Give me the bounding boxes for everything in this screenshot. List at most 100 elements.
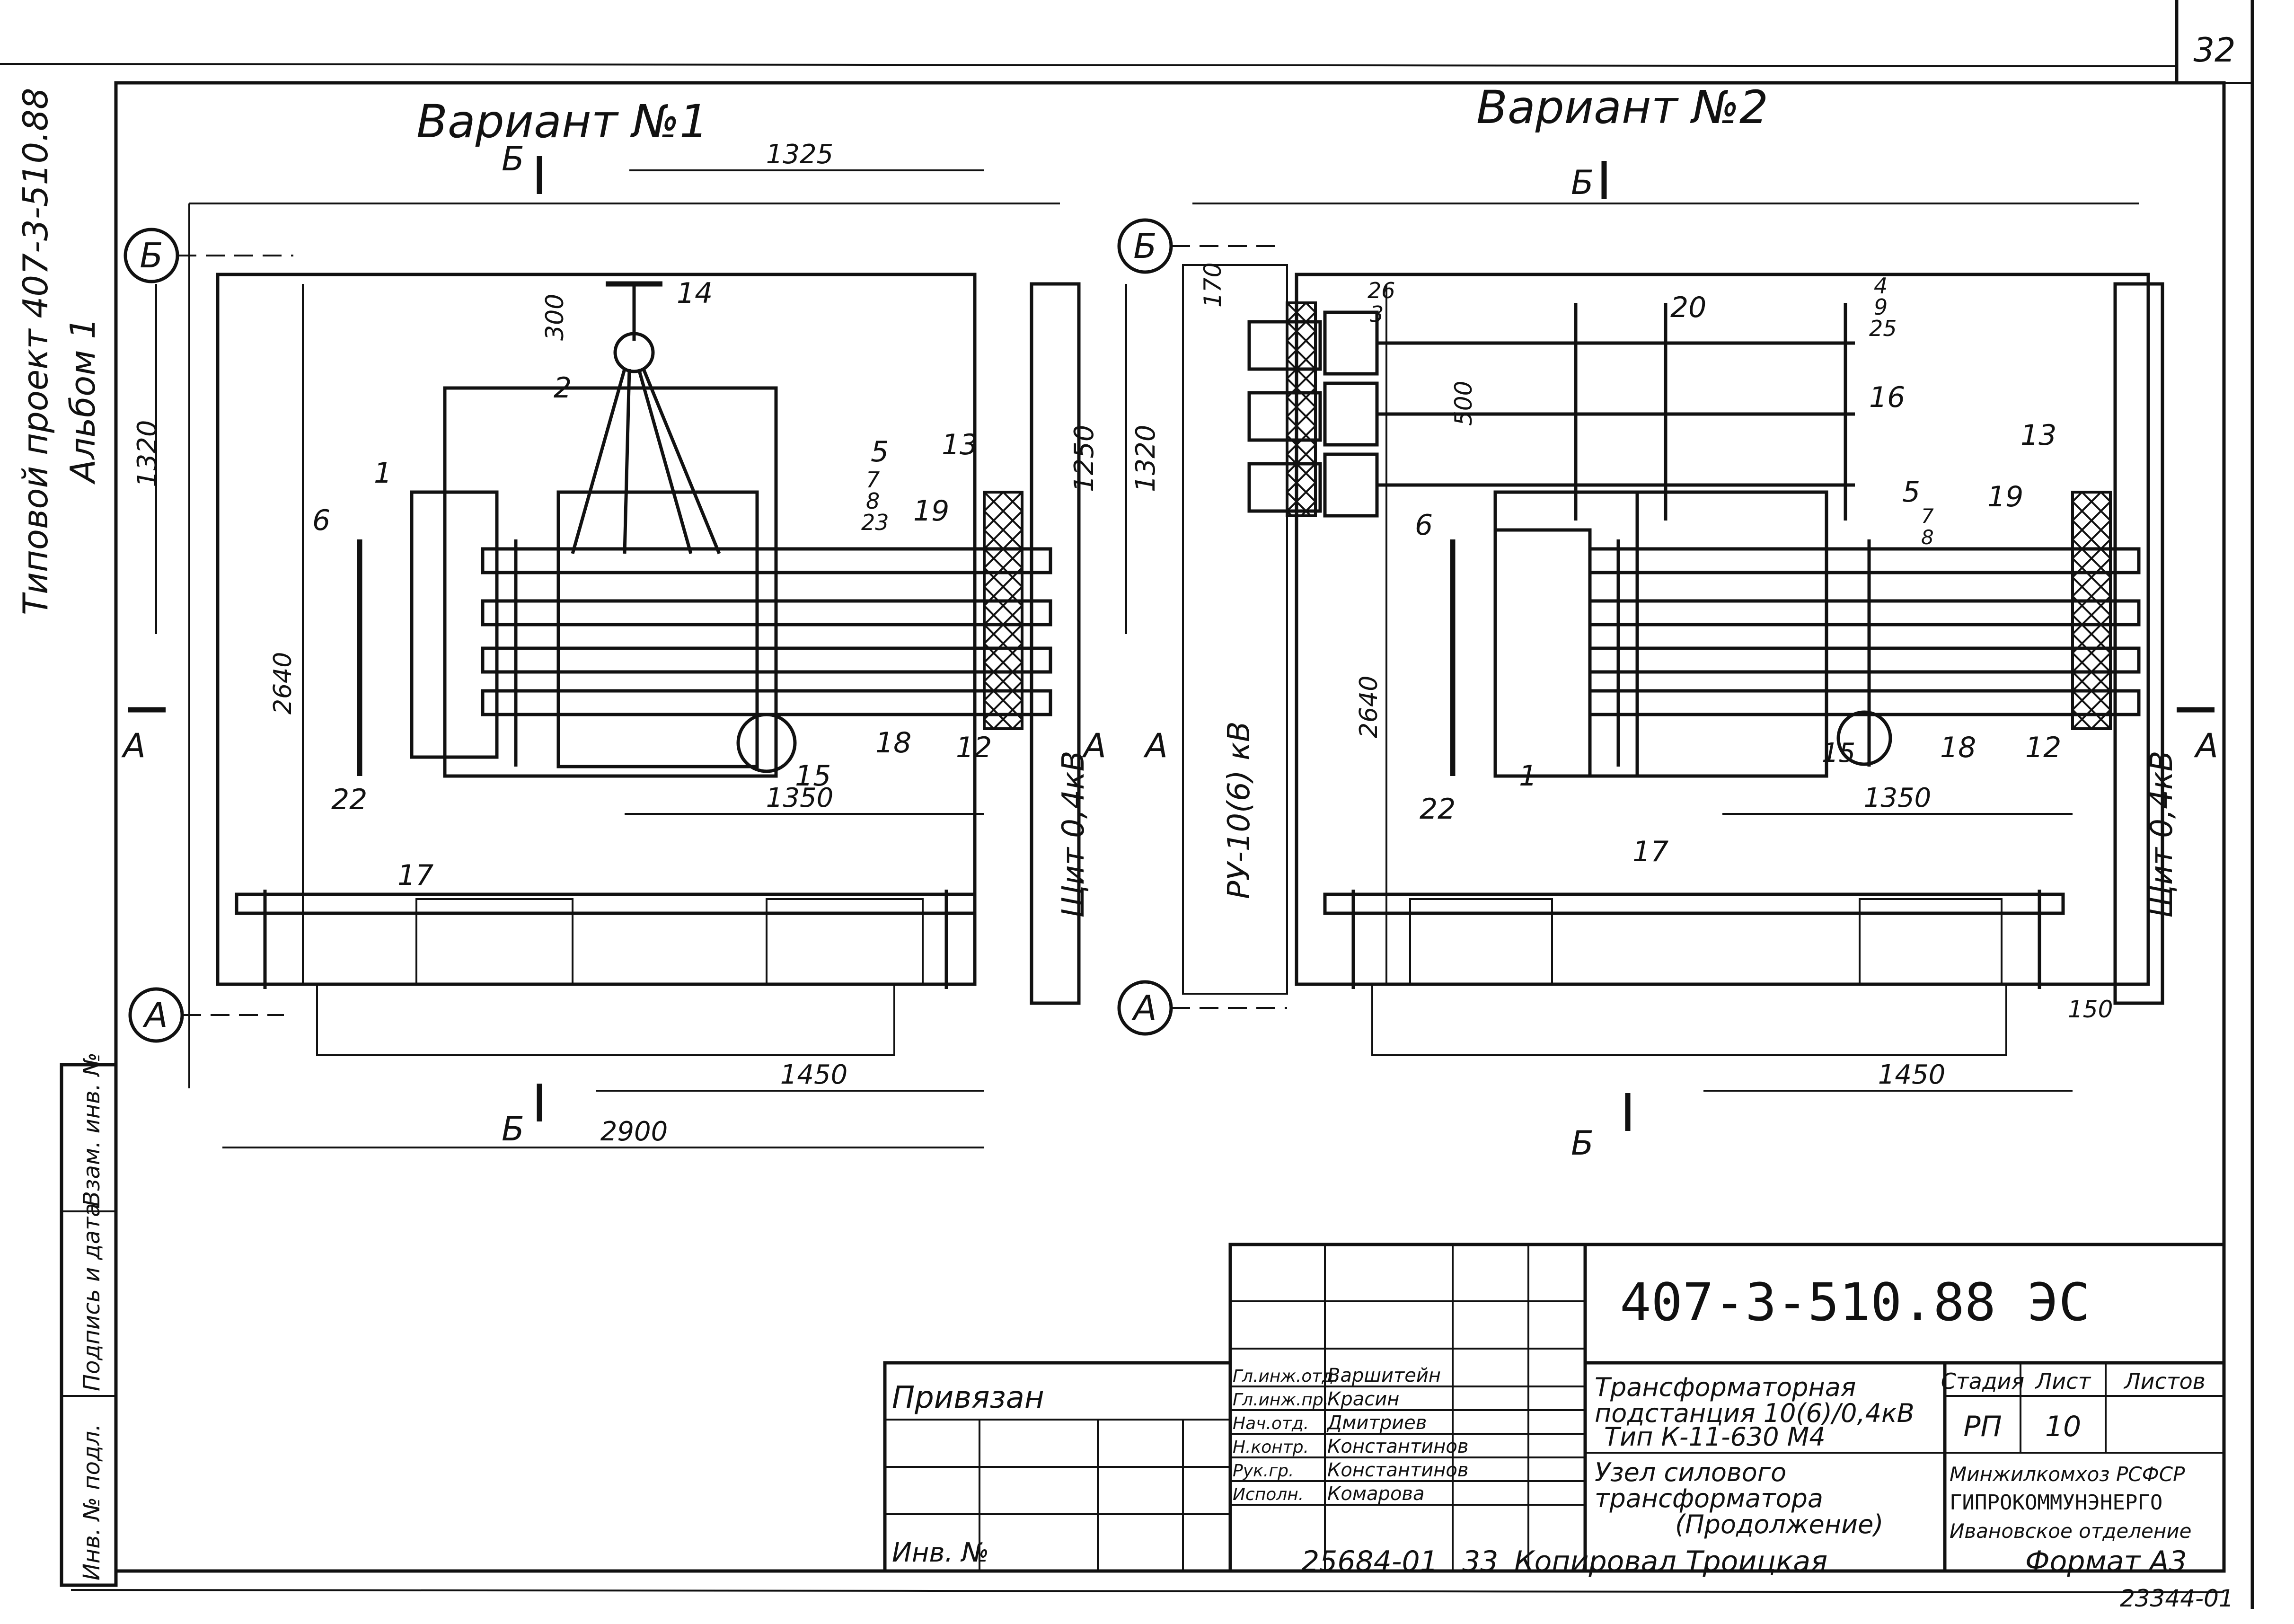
v1-section-a-left: А: [121, 726, 146, 765]
v1-callout-7: 7: [866, 467, 880, 493]
v1-dim-2900: 2900: [600, 1116, 668, 1147]
v1-section-a-right: А: [1082, 726, 1106, 765]
sheets-header: Листов: [2123, 1368, 2206, 1394]
left-strip: Инв. № подл. Подпись и дата Взам. инв. №: [60, 1052, 118, 1587]
v2-callout-16: 16: [1869, 381, 1905, 414]
v1-section-b-top: Б: [502, 140, 524, 178]
subtitle-line-1: Узел силового: [1595, 1457, 1786, 1487]
v1-dim-2640: 2640: [269, 652, 297, 715]
title-line-3: Тип К-11-630 М4: [1604, 1422, 1826, 1452]
name-5: Константинов: [1327, 1459, 1468, 1481]
v2-callout-6: 6: [1415, 509, 1433, 542]
tied-label: Привязан: [892, 1380, 1044, 1415]
v1-dim-1450: 1450: [780, 1059, 848, 1090]
inv-label: Инв. №: [892, 1537, 989, 1568]
name-6: Комарова: [1327, 1483, 1425, 1505]
v1-dim-1325: 1325: [766, 139, 834, 170]
org-line-1: Минжилкомхоз РСФСР: [1950, 1463, 2185, 1486]
role-1: Гл.инж.отд.: [1233, 1367, 1339, 1386]
v1-callout-13: 13: [942, 428, 978, 461]
v1-callout-22: 22: [331, 783, 367, 816]
v1-section-b-bottom: Б: [502, 1110, 524, 1148]
name-1: Варшитейн: [1327, 1365, 1441, 1386]
v2-dim-1450: 1450: [1878, 1059, 1946, 1090]
title-line-1: Трансформаторная: [1595, 1372, 1856, 1402]
role-3: Нач.отд.: [1233, 1414, 1309, 1433]
org-line-3: Ивановское отделение: [1950, 1519, 2192, 1543]
v1-callout-1: 1: [374, 457, 392, 490]
v2-section-a-right: А: [2194, 726, 2218, 765]
v2-dim-1250: 1250: [1069, 424, 1100, 492]
v1-dim-300: 300: [541, 294, 569, 341]
v2-axis-b: Б: [1133, 226, 1156, 266]
v1-panel-label: Щит 0,4кВ: [1056, 750, 1091, 918]
org-line-2: ГИПРОКОММУНЭНЕРГО: [1950, 1491, 2162, 1515]
v2-dim-2640: 2640: [1355, 676, 1383, 738]
v2-callout-9: 9: [1874, 294, 1888, 320]
footer-right-code: 23344-01: [2120, 1585, 2234, 1612]
v2-callout-22: 22: [1420, 793, 1456, 826]
doc-code: 407-3-510.88 ЭС: [1620, 1272, 2090, 1333]
v2-callout-17: 17: [1632, 835, 1668, 868]
v2-dim-170: 170: [1199, 263, 1226, 308]
strip-label-inv: Инв. № подл.: [79, 1424, 105, 1580]
variant-1-drawing: Вариант №1: [121, 95, 1106, 1148]
role-2: Гл.инж.пр.: [1233, 1390, 1329, 1410]
v2-section-b-top: Б: [1571, 163, 1594, 202]
v1-callout-17: 17: [397, 859, 433, 892]
v2-callout-15: 15: [1822, 738, 1855, 768]
v2-panel-label: Щит 0,4кВ: [2144, 750, 2179, 918]
v2-dim-500: 500: [1450, 381, 1477, 426]
v2-callout-4: 4: [1874, 273, 1888, 299]
v1-dim-1350: 1350: [766, 783, 834, 813]
name-2: Красин: [1327, 1388, 1399, 1410]
v1-callout-12: 12: [956, 731, 992, 764]
v2-section-a-left: А: [1143, 726, 1168, 765]
role-4: Н.контр.: [1233, 1438, 1309, 1457]
subtitle-line-2: трансформатора: [1595, 1483, 1823, 1513]
v2-dim-1320: 1320: [1130, 424, 1161, 492]
name-4: Константинов: [1327, 1436, 1468, 1457]
variant-2-title: Вариант №2: [1476, 81, 1768, 134]
v2-callout-5: 5: [1902, 476, 1920, 509]
v2-callout-26: 26: [1368, 278, 1395, 303]
v2-section-b-bottom: Б: [1571, 1124, 1594, 1163]
v1-callout-15: 15: [795, 759, 831, 793]
v2-ru-label: РУ-10(6) кВ: [1222, 721, 1257, 899]
page-number: 32: [2193, 31, 2235, 70]
v2-callout-19: 19: [1987, 480, 2023, 513]
album-label: Альбом 1: [63, 318, 103, 485]
name-3: Дмитриев: [1326, 1412, 1427, 1434]
v1-callout-14: 14: [677, 277, 713, 310]
role-6: Исполн.: [1233, 1485, 1304, 1504]
v1-callout-5: 5: [871, 435, 889, 468]
album-side-label: Типовой проект 407-3-510.88: [16, 88, 55, 615]
v1-callout-6: 6: [312, 504, 330, 537]
v1-dim-1320: 1320: [132, 420, 163, 487]
v2-callout-12: 12: [2025, 731, 2061, 764]
v2-callout-18: 18: [1940, 731, 1976, 764]
v2-dim-1350: 1350: [1864, 783, 1932, 813]
sheet-value: 10: [2045, 1410, 2081, 1443]
role-5: Рук.гр.: [1233, 1461, 1294, 1481]
v2-callout-25: 25: [1869, 316, 1897, 341]
subtitle-line-3: (Продолжение): [1675, 1509, 1883, 1539]
v1-callout-19: 19: [913, 494, 949, 528]
v2-dim-150: 150: [2068, 996, 2113, 1023]
v2-callout-1: 1: [1519, 759, 1537, 793]
v2-callout-7: 7: [1921, 504, 1934, 528]
v1-callout-2: 2: [554, 371, 572, 405]
footer-left-code: 25684-01: [1301, 1545, 1438, 1578]
title-line-2: подстанция 10(6)/0,4кВ: [1595, 1398, 1915, 1428]
title-block: Привязан Инв. № Гл.инж.отд. Гл.инж.пр. Н…: [883, 1243, 2226, 1573]
footer-format: Формат А3: [2025, 1545, 2187, 1578]
v1-callout-8: 8: [866, 488, 880, 514]
footer: 25684-01 33 Копировал Троицкая Формат А3…: [1301, 1545, 2234, 1612]
footer-copied-by: Копировал Троицкая: [1514, 1545, 1827, 1578]
v2-callout-8: 8: [1921, 526, 1934, 549]
variant-1-title: Вариант №1: [416, 95, 708, 148]
stage-value: РП: [1963, 1410, 2002, 1443]
v2-axis-a: А: [1131, 988, 1156, 1028]
v1-callout-23: 23: [861, 510, 889, 535]
